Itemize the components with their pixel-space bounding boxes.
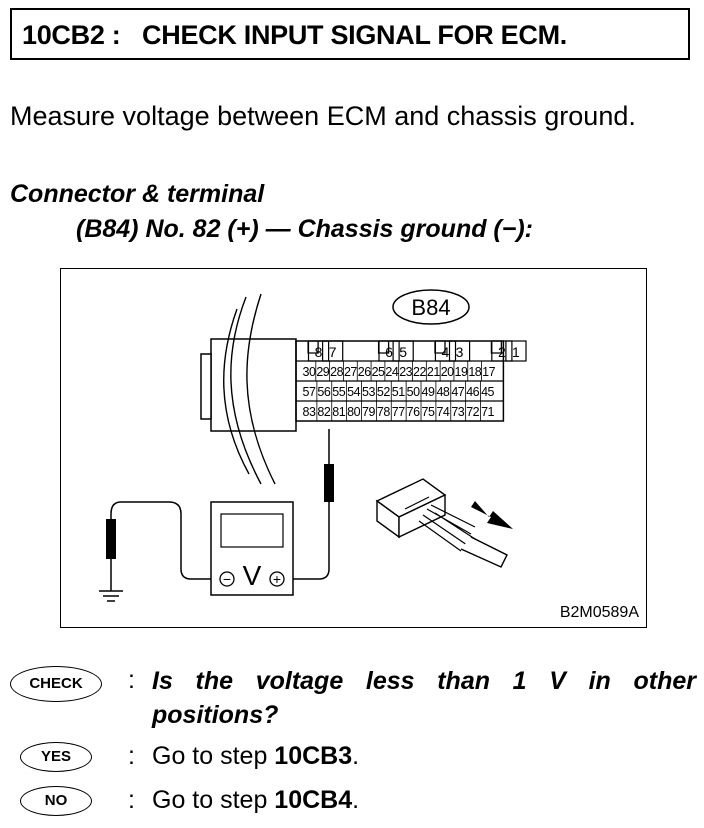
terminal-label: 80 — [347, 405, 360, 419]
no-step-link[interactable]: 10CB4 — [274, 786, 353, 814]
terminal-label: 26 — [358, 365, 371, 379]
terminal-label: 78 — [377, 405, 390, 419]
terminal-label: 76 — [407, 405, 420, 419]
yes-prefix: Go to step — [152, 742, 275, 770]
connector-view-illustration — [375, 478, 513, 568]
voltmeter-plus: + — [273, 571, 281, 587]
terminal-label: 17 — [482, 365, 495, 379]
terminal-label: 82 — [317, 405, 330, 419]
step-header-box: 10CB2 : CHECK INPUT SIGNAL FOR ECM. — [10, 8, 690, 60]
terminal-label: 46 — [466, 385, 479, 399]
probe-negative — [106, 519, 116, 559]
yes-badge: YES — [20, 742, 92, 772]
no-prefix: Go to step — [152, 786, 275, 814]
connector-heading: Connector & terminal — [10, 180, 265, 208]
terminal-label: 6 — [385, 344, 393, 360]
terminal-label: 73 — [451, 405, 464, 419]
terminal-label: 79 — [362, 405, 375, 419]
voltmeter-minus: − — [223, 571, 231, 587]
terminal-label: 27 — [344, 365, 357, 379]
terminal-label: 51 — [392, 385, 405, 399]
no-badge: NO — [20, 786, 92, 816]
voltmeter-symbol: V — [243, 560, 262, 591]
connector-label-oval — [392, 289, 470, 325]
harness-curve-3 — [223, 308, 250, 475]
connector-label: B84 — [411, 295, 450, 320]
connector-spec: (B84) No. 82 (+) — Chassis ground (−): — [76, 215, 534, 243]
terminal-label: 52 — [377, 385, 390, 399]
step-title: 10CB2 : CHECK INPUT SIGNAL FOR ECM. — [22, 20, 567, 50]
terminal-label: 23 — [399, 365, 412, 379]
terminal-cell — [505, 340, 527, 362]
terminal-label: 25 — [372, 365, 385, 379]
voltmeter-plus-jack — [269, 571, 285, 587]
terminal-label: 50 — [407, 385, 420, 399]
terminal-label: 21 — [427, 365, 440, 379]
terminal-label: 18 — [468, 365, 481, 379]
probe-positive — [324, 464, 334, 502]
terminal-label: 29 — [316, 365, 329, 379]
terminal-label: 45 — [481, 385, 494, 399]
terminal-label: 8 — [315, 344, 323, 360]
lead-negative — [110, 501, 211, 580]
voltmeter-minus-jack — [219, 571, 235, 587]
check-colon: : — [128, 666, 135, 694]
harness-curve-2 — [246, 293, 276, 485]
intro-text: Measure voltage between ECM and chassis … — [10, 101, 636, 131]
harness-curve-1 — [230, 296, 262, 485]
terminal-label: 19 — [455, 365, 468, 379]
terminal-label: 22 — [413, 365, 426, 379]
terminal-label: 30 — [303, 365, 316, 379]
terminal-label: 53 — [362, 385, 375, 399]
no-instruction: Go to step 10CB4. — [152, 786, 359, 815]
lead-positive — [293, 502, 330, 580]
yes-colon: : — [128, 742, 135, 770]
terminal-label: 47 — [451, 385, 464, 399]
check-question: Is the voltage less than 1 V in other po… — [152, 667, 696, 729]
terminal-label: 5 — [399, 344, 407, 360]
terminal-label: 83 — [303, 405, 316, 419]
terminal-label: 3 — [456, 344, 464, 360]
terminal-label: 72 — [466, 405, 479, 419]
voltmeter-display — [220, 513, 284, 548]
terminal-label: 48 — [436, 385, 449, 399]
terminal-label: 77 — [392, 405, 405, 419]
figure-code: B2M0589A — [560, 604, 639, 621]
terminal-label: 49 — [422, 385, 435, 399]
terminal-label: 7 — [329, 344, 337, 360]
check-badge: CHECK — [10, 666, 102, 702]
terminal-label: 57 — [303, 385, 316, 399]
no-period: . — [352, 786, 360, 814]
terminal-label: 75 — [422, 405, 435, 419]
terminal-label: 81 — [332, 405, 345, 419]
terminal-label: 71 — [481, 405, 494, 419]
terminal-label: 74 — [436, 405, 449, 419]
terminal-label: 4 — [442, 344, 450, 360]
no-colon: : — [128, 786, 135, 814]
terminal-label: 56 — [317, 385, 330, 399]
yes-step-link[interactable]: 10CB3 — [274, 742, 353, 770]
terminal-label: 28 — [330, 365, 343, 379]
terminal-label: 55 — [332, 385, 345, 399]
terminal-label: 24 — [385, 365, 398, 379]
terminal-label: 20 — [441, 365, 454, 379]
yes-period: . — [352, 742, 360, 770]
terminal-label: 54 — [347, 385, 360, 399]
terminal-label: 2 — [498, 344, 506, 360]
yes-instruction: Go to step 10CB3. — [152, 742, 359, 771]
terminal-label: 1 — [512, 344, 520, 360]
connector-tab-left — [200, 353, 212, 420]
